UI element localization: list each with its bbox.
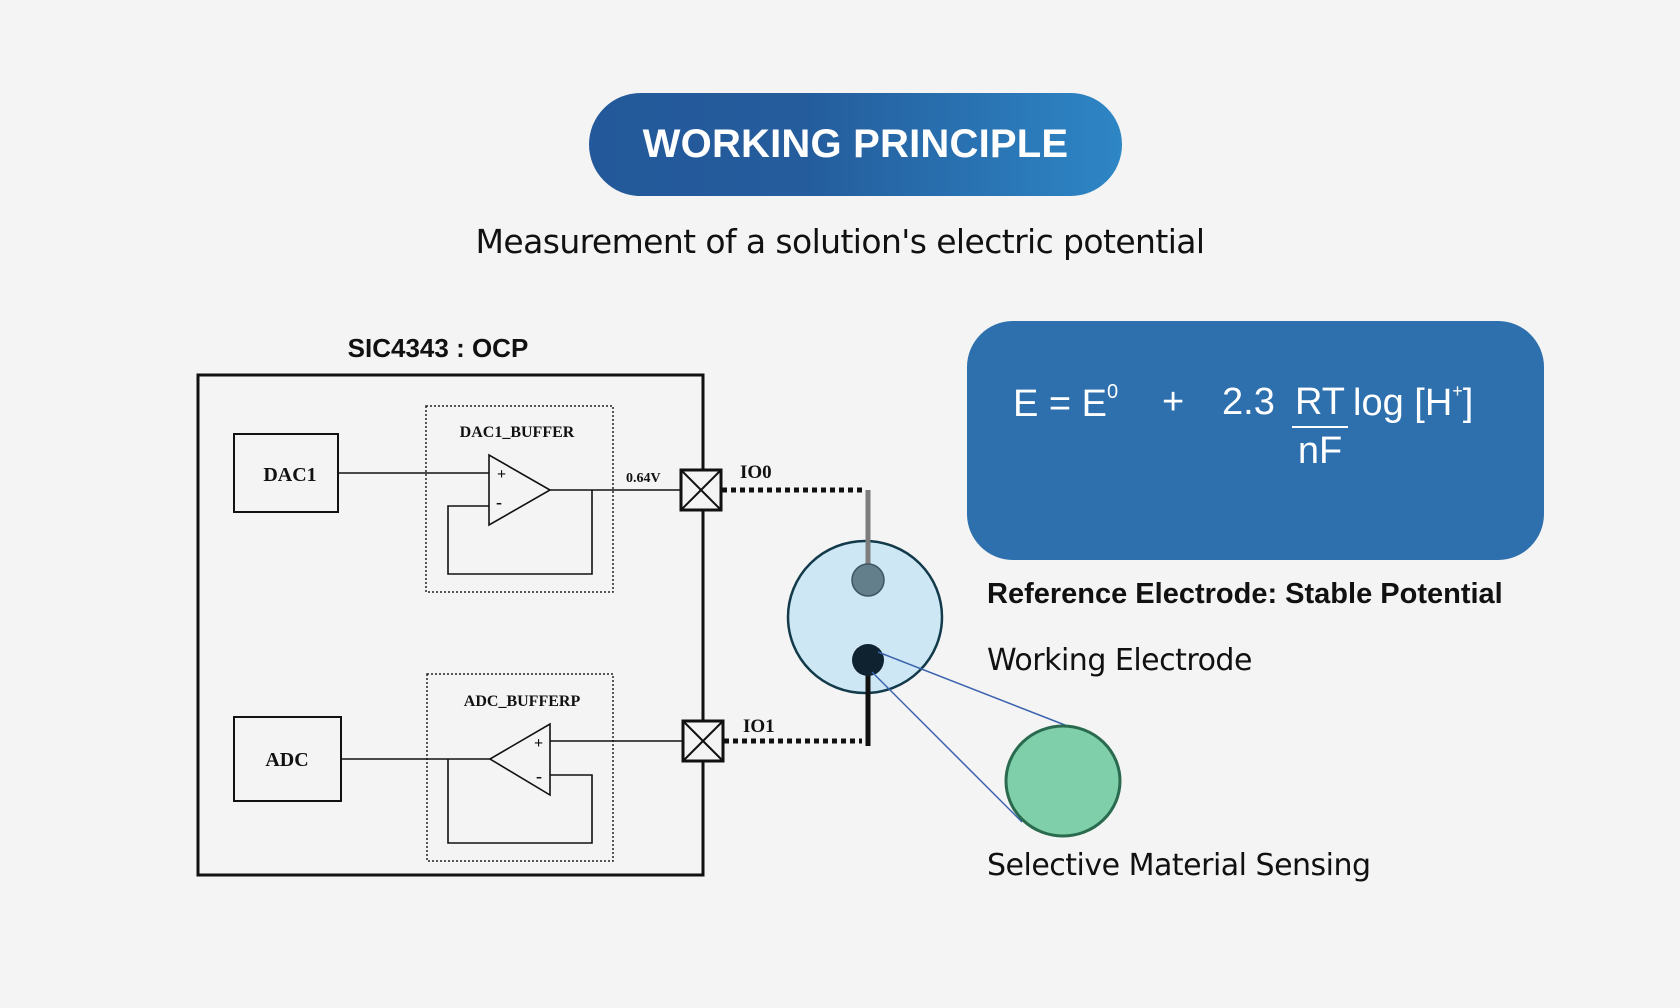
opamp2-feedback-wire [447,759,593,844]
opamp2-minus-sign: - [536,766,542,786]
working-electrode-label: Working Electrode [987,643,1252,678]
page-title: WORKING PRINCIPLE [642,122,1069,166]
chip-title: SIC4343 : OCP [347,333,529,363]
opamp2-plus-sign: + [534,735,543,752]
equation-fraction: RT nF [1292,381,1348,473]
io0-label: IO0 [740,462,772,483]
selective-material-label: Selective Material Sensing [987,848,1371,883]
adc-opamp: + - [341,722,683,844]
dac1-buffer-label: DAC1_BUFFER [460,424,575,441]
equation-lhs-text: E = E [1013,383,1107,425]
working-electrode-icon [852,644,884,676]
adc-label: ADC [265,749,308,771]
io1-label: IO1 [743,716,775,737]
adc-block: ADC [233,716,342,802]
dac1-buffer-group [425,405,614,593]
opamp1-feedback-wire [447,490,593,575]
log-term-text: log [H [1353,382,1453,424]
solution-circle [786,539,944,695]
opamp1-minus-sign: - [496,492,502,512]
opamp1-plus-sign: + [497,466,506,483]
reference-electrode-label: Reference Electrode: Stable Potential [987,578,1503,610]
zoom-line-top [877,651,1071,728]
equation-log-term: log [H+] [1353,381,1473,425]
adc-buffer-group [426,673,614,862]
equation-plus: + [1162,381,1185,423]
voltage-label: 0.64V [626,471,661,486]
subtitle: Measurement of a solution's electric pot… [475,222,1206,261]
equation-coefficient: 2.3 [1222,381,1275,423]
ion-charge-superscript: + [1452,381,1463,401]
close-bracket: ] [1462,382,1474,424]
title-banner: WORKING PRINCIPLE [589,93,1122,196]
fraction-numerator: RT [1292,381,1348,428]
reference-electrode-icon [851,563,885,597]
sensing-material-circle [1004,724,1122,838]
dac1-block: DAC1 [233,433,339,513]
dac1-opamp: + - [338,453,681,575]
standard-potential-superscript: 0 [1107,381,1119,403]
pad-io1 [681,719,725,763]
nernst-equation-box: E = E0 + 2.3 RT nF log [H+] [967,321,1544,560]
dac1-label: DAC1 [263,464,316,486]
zoom-line-bottom [871,671,1023,823]
equation-lhs: E = E0 [1013,381,1118,426]
fraction-denominator: nF [1297,430,1343,472]
pad-io0 [679,468,723,512]
adc-buffer-label: ADC_BUFFERP [464,693,581,710]
